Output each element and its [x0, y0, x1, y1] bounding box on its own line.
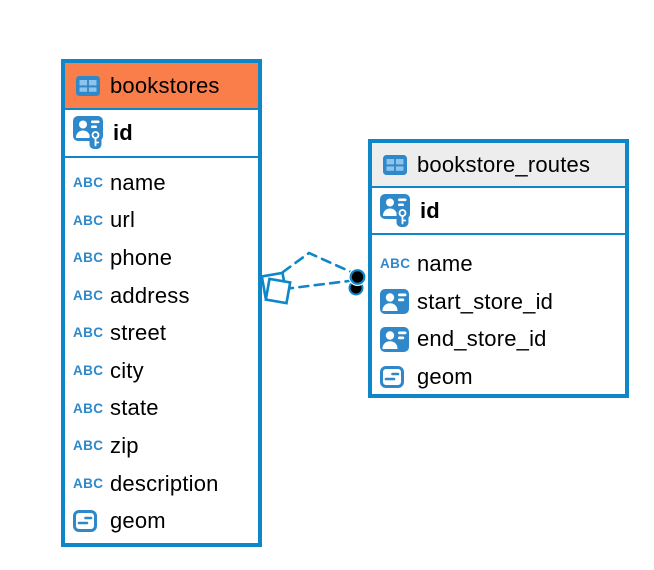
- column-name: url: [110, 207, 136, 233]
- primary-key-icon: [73, 116, 105, 150]
- column-name: address: [110, 282, 190, 308]
- primary-key-row[interactable]: id: [65, 110, 258, 158]
- column-name: street: [110, 320, 167, 346]
- text-type-icon: ABC: [73, 175, 104, 191]
- primary-key-name: id: [420, 197, 440, 223]
- primary-key-name: id: [113, 120, 133, 145]
- column-name: description: [110, 470, 219, 496]
- column-name: end_store_id: [417, 326, 547, 352]
- table-icon: [76, 75, 100, 96]
- column-row-zip[interactable]: ABC zip: [65, 427, 258, 465]
- reference-type-icon: [380, 289, 412, 315]
- primary-key-icon: [380, 193, 412, 228]
- column-name: zip: [110, 432, 139, 458]
- column-row-address[interactable]: ABC address: [65, 277, 258, 315]
- column-row-city[interactable]: ABC city: [65, 352, 258, 390]
- table-title: bookstore_routes: [417, 151, 591, 177]
- table-header-bookstores[interactable]: bookstores: [65, 63, 258, 110]
- column-row-geom[interactable]: geom: [372, 358, 625, 396]
- column-row-phone[interactable]: ABC phone: [65, 239, 258, 277]
- table-header-bookstore-routes[interactable]: bookstore_routes: [372, 143, 625, 188]
- text-type-icon: ABC: [73, 475, 104, 491]
- column-row-end_store_id[interactable]: end_store_id: [372, 321, 625, 359]
- relationship-square-marker: [260, 271, 292, 305]
- text-type-icon: ABC: [73, 438, 104, 454]
- relationship-line-lower[interactable]: [282, 279, 351, 291]
- column-name: state: [110, 395, 159, 421]
- column-row-geom[interactable]: geom: [65, 502, 258, 540]
- column-row-start_store_id[interactable]: start_store_id: [372, 283, 625, 321]
- reference-type-icon: [380, 326, 412, 352]
- geometry-type-icon: [380, 366, 412, 389]
- column-name: geom: [110, 508, 166, 534]
- text-type-icon: ABC: [73, 363, 104, 379]
- text-type-icon: ABC: [73, 287, 104, 303]
- relationship-circle-marker: [348, 268, 367, 296]
- column-name: start_store_id: [417, 288, 554, 314]
- column-name: name: [110, 169, 166, 195]
- column-name: city: [110, 357, 144, 383]
- table-icon: [383, 154, 407, 175]
- table-bookstore-routes[interactable]: bookstore_routes id ABC name start_store_i…: [368, 139, 629, 398]
- text-type-icon: ABC: [73, 250, 104, 266]
- column-name: name: [417, 250, 473, 276]
- column-row-description[interactable]: ABC description: [65, 465, 258, 503]
- text-type-icon: ABC: [73, 400, 104, 416]
- table-title: bookstores: [110, 72, 220, 98]
- primary-key-row[interactable]: id: [372, 188, 625, 235]
- relationship-line-upper[interactable]: [281, 251, 353, 274]
- column-row-name[interactable]: ABC name: [65, 164, 258, 202]
- column-row-state[interactable]: ABC state: [65, 390, 258, 428]
- column-row-url[interactable]: ABC url: [65, 202, 258, 240]
- column-name: geom: [417, 364, 473, 390]
- text-type-icon: ABC: [73, 212, 104, 228]
- column-name: phone: [110, 244, 173, 270]
- column-row-street[interactable]: ABC street: [65, 314, 258, 352]
- geometry-type-icon: [73, 510, 105, 533]
- text-type-icon: ABC: [73, 325, 104, 341]
- column-row-name[interactable]: ABC name: [372, 245, 625, 283]
- text-type-icon: ABC: [380, 256, 411, 272]
